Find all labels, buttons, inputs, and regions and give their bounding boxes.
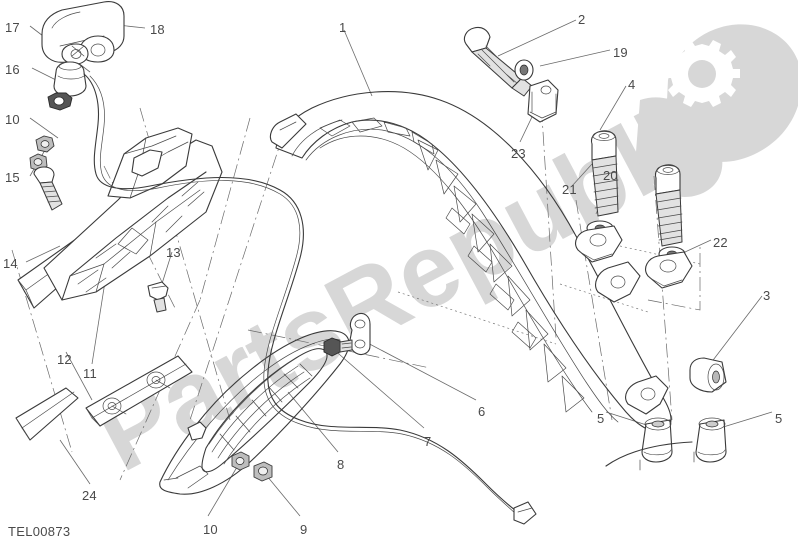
watermark: PartsRepublik <box>78 24 798 494</box>
part-21-bolt <box>590 130 619 217</box>
part-24-pad <box>15 387 79 441</box>
callout-24: 24 <box>82 488 97 503</box>
callout-3: 3 <box>763 288 771 303</box>
wiring-harness <box>83 73 537 525</box>
callout-12: 12 <box>57 352 72 367</box>
part-21-lug <box>575 225 623 263</box>
callout-6: 6 <box>478 404 486 419</box>
part-10-nut-lower <box>231 451 250 471</box>
part-8-mudguard <box>159 330 350 495</box>
part-3-spacer <box>689 357 727 393</box>
part-11-plate-holder <box>43 127 223 301</box>
leader-lines <box>25 19 773 517</box>
gear-icon <box>664 40 740 107</box>
callout-2: 2 <box>578 12 586 27</box>
part-19-washer <box>514 59 534 81</box>
part-10-nut-upper <box>29 135 55 172</box>
callout-10-lower: 10 <box>203 522 218 537</box>
part-5-bush-right <box>695 417 727 463</box>
callout-23: 23 <box>511 146 526 161</box>
callout-22: 22 <box>713 235 728 250</box>
part-1-tail-subframe <box>269 91 672 433</box>
callout-15: 15 <box>5 170 20 185</box>
callout-5-left: 5 <box>597 411 605 426</box>
part-2-long-bolt <box>463 26 533 97</box>
callout-18: 18 <box>150 22 165 37</box>
callout-1: 1 <box>339 20 347 35</box>
callout-14: 14 <box>3 256 18 271</box>
callout-20: 20 <box>603 168 618 183</box>
part-12-plate-strip <box>85 355 193 427</box>
part-9-nut <box>253 461 273 482</box>
callout-10-upper: 10 <box>5 112 20 127</box>
part-22-lug <box>645 251 693 289</box>
part-17-grommet <box>53 61 87 97</box>
part-6-bracket <box>349 312 371 356</box>
callout-16: 16 <box>5 62 20 77</box>
part-13-clip <box>147 281 169 313</box>
callout-17: 17 <box>5 20 20 35</box>
callout-13: 13 <box>166 245 181 260</box>
part-4-bolt <box>654 164 683 247</box>
part-18-tail-lamp <box>41 1 125 65</box>
callout-4: 4 <box>628 77 636 92</box>
part-5-bush-left <box>641 417 673 463</box>
callout-7: 7 <box>424 434 432 449</box>
callout-11: 11 <box>83 366 97 381</box>
part-15-screw <box>33 166 63 211</box>
frame-top-surface <box>605 441 695 471</box>
callout-21: 21 <box>562 182 577 197</box>
part-7-screw <box>323 337 353 357</box>
part-16-nut <box>47 92 73 111</box>
callout-9: 9 <box>300 522 308 537</box>
callout-5-right: 5 <box>775 411 783 426</box>
part-23-bracket <box>527 79 559 123</box>
drawing-code: TEL00873 <box>8 524 71 539</box>
callout-19: 19 <box>613 45 628 60</box>
callout-8: 8 <box>337 457 345 472</box>
